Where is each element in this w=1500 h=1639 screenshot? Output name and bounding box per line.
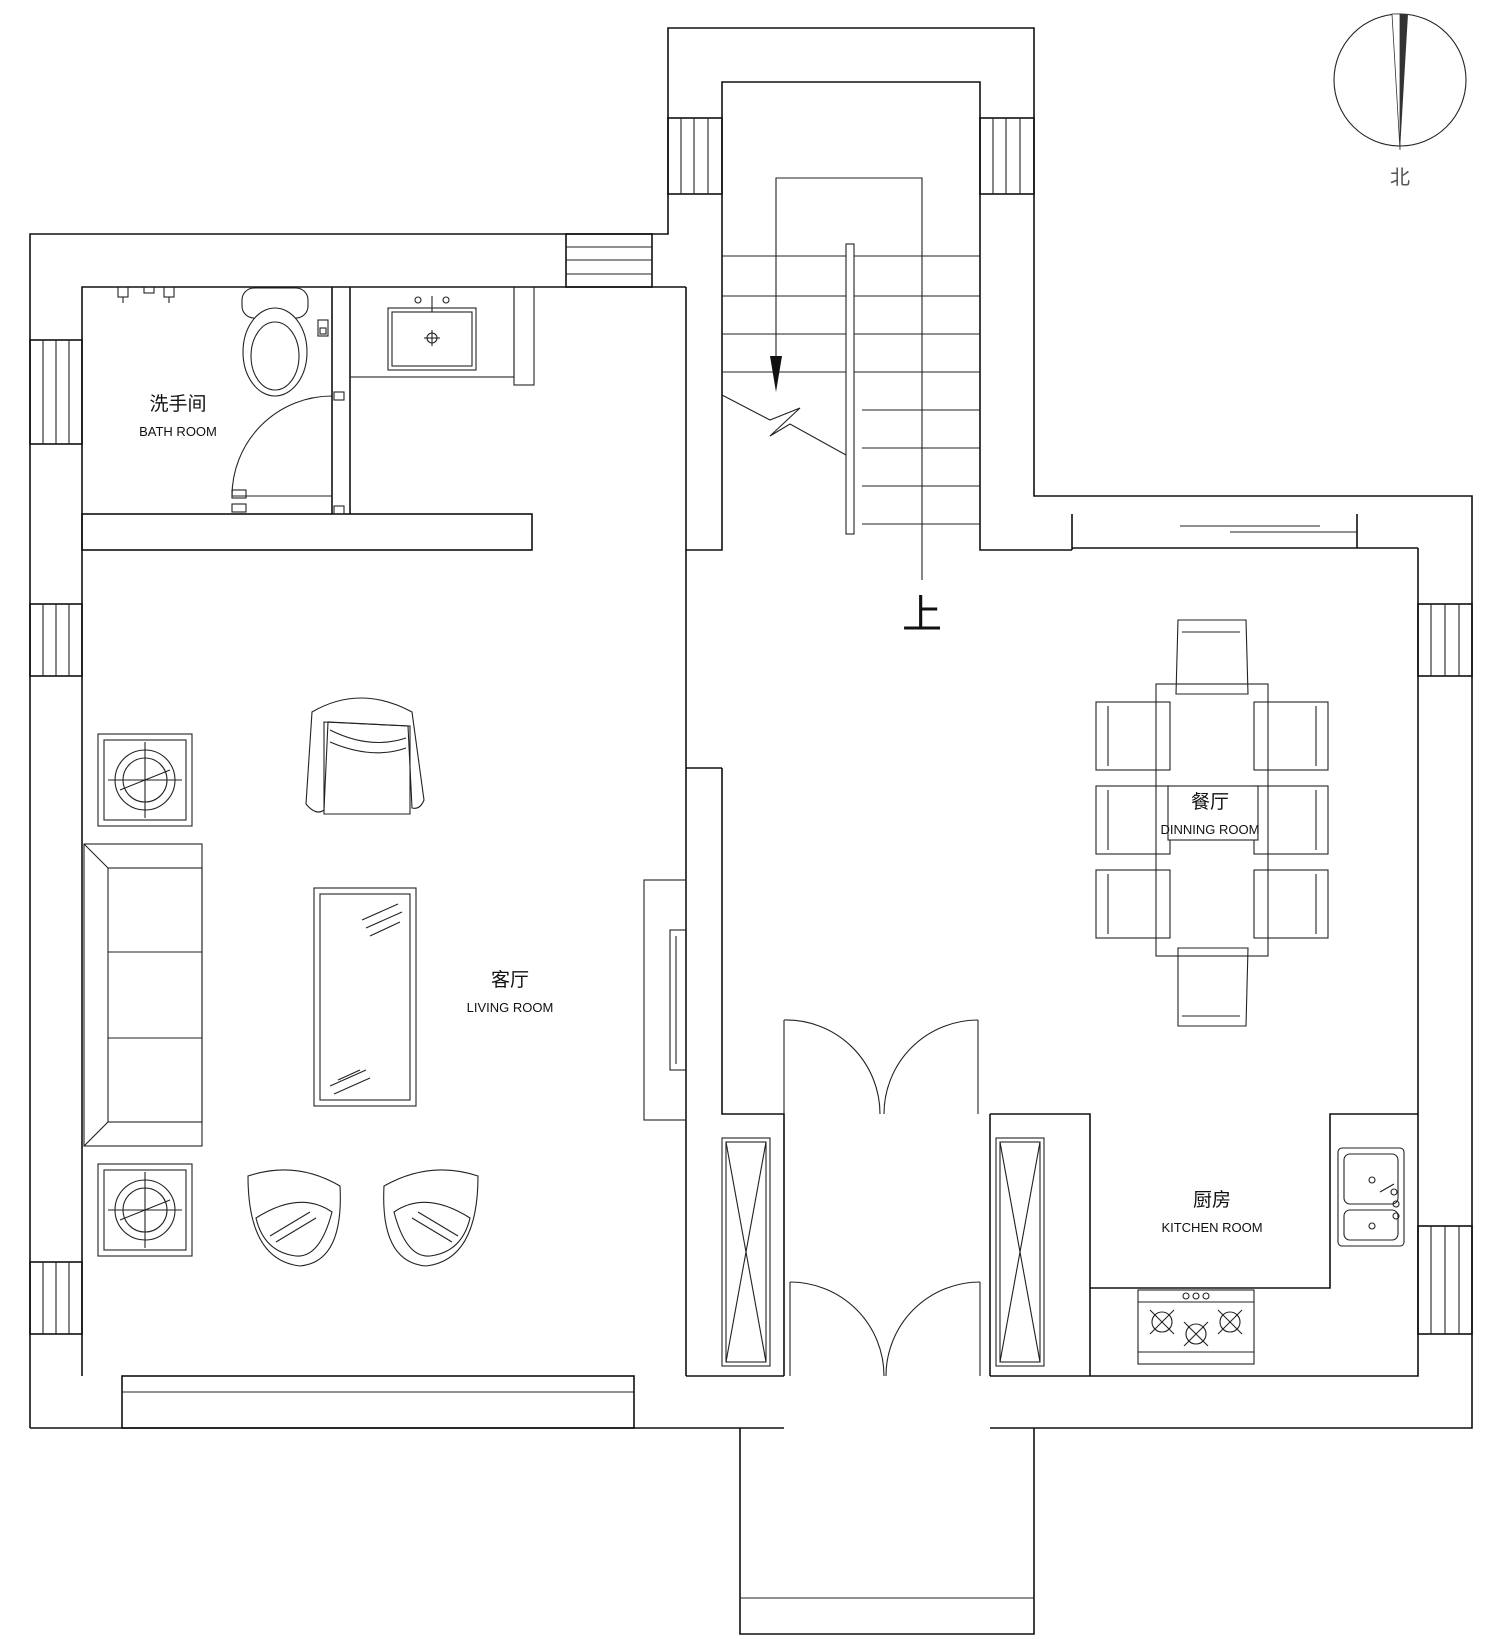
stove-icon xyxy=(1137,1289,1255,1365)
dining-chair-icon xyxy=(1253,701,1329,771)
bathroom: 洗手间 BATH ROOM xyxy=(117,286,535,515)
dining-table-icon xyxy=(1155,683,1269,957)
living-room: 客厅 LIVING ROOM xyxy=(83,697,554,1267)
north-arrow-icon: 北 xyxy=(1333,13,1467,189)
dining-chair-icon xyxy=(1253,785,1329,855)
dining-room-cn: 餐厅 xyxy=(1191,791,1229,813)
living-room-en: LIVING ROOM xyxy=(467,1000,554,1015)
kitchen-room-en: KITCHEN ROOM xyxy=(1161,1220,1262,1235)
double-door-icon xyxy=(789,1281,981,1377)
armchair-icon xyxy=(305,697,425,815)
exterior-walls xyxy=(29,27,1473,1429)
bath-sink-icon xyxy=(349,286,535,386)
dining-chair-icon xyxy=(1095,869,1171,939)
bath-room-en: BATH ROOM xyxy=(139,424,217,439)
kitchen: 厨房 KITCHEN ROOM xyxy=(1137,1147,1405,1365)
armchair-icon xyxy=(247,1169,341,1267)
staircase: 上 xyxy=(721,177,980,638)
coffee-table-icon xyxy=(313,887,417,1107)
side-table-icon xyxy=(97,733,193,827)
living-room-cn: 客厅 xyxy=(491,969,529,991)
stair-up-label: 上 xyxy=(902,592,942,638)
dining-chair-icon xyxy=(1175,619,1249,695)
bath-door-icon xyxy=(231,391,345,515)
double-door-icon xyxy=(783,1019,979,1115)
kitchen-room-cn: 厨房 xyxy=(1193,1189,1231,1211)
interior-walls xyxy=(331,287,1418,1635)
toilet-icon xyxy=(241,287,309,397)
bath-room-cn: 洗手间 xyxy=(149,393,206,415)
side-table-icon xyxy=(97,1163,193,1257)
dining-chair-icon xyxy=(1095,701,1171,771)
entrance xyxy=(721,1019,1045,1377)
armchair-icon xyxy=(383,1169,479,1267)
sofa-icon xyxy=(83,843,203,1147)
kitchen-sink-icon xyxy=(1337,1147,1405,1247)
dining-room-en: DINNING ROOM xyxy=(1161,822,1260,837)
dining-room: 餐厅 DINNING ROOM xyxy=(1095,619,1329,1027)
dining-chair-icon xyxy=(1253,869,1329,939)
dining-chair-icon xyxy=(1095,785,1171,855)
north-label: 北 xyxy=(1390,165,1410,189)
dining-chair-icon xyxy=(1177,947,1249,1027)
